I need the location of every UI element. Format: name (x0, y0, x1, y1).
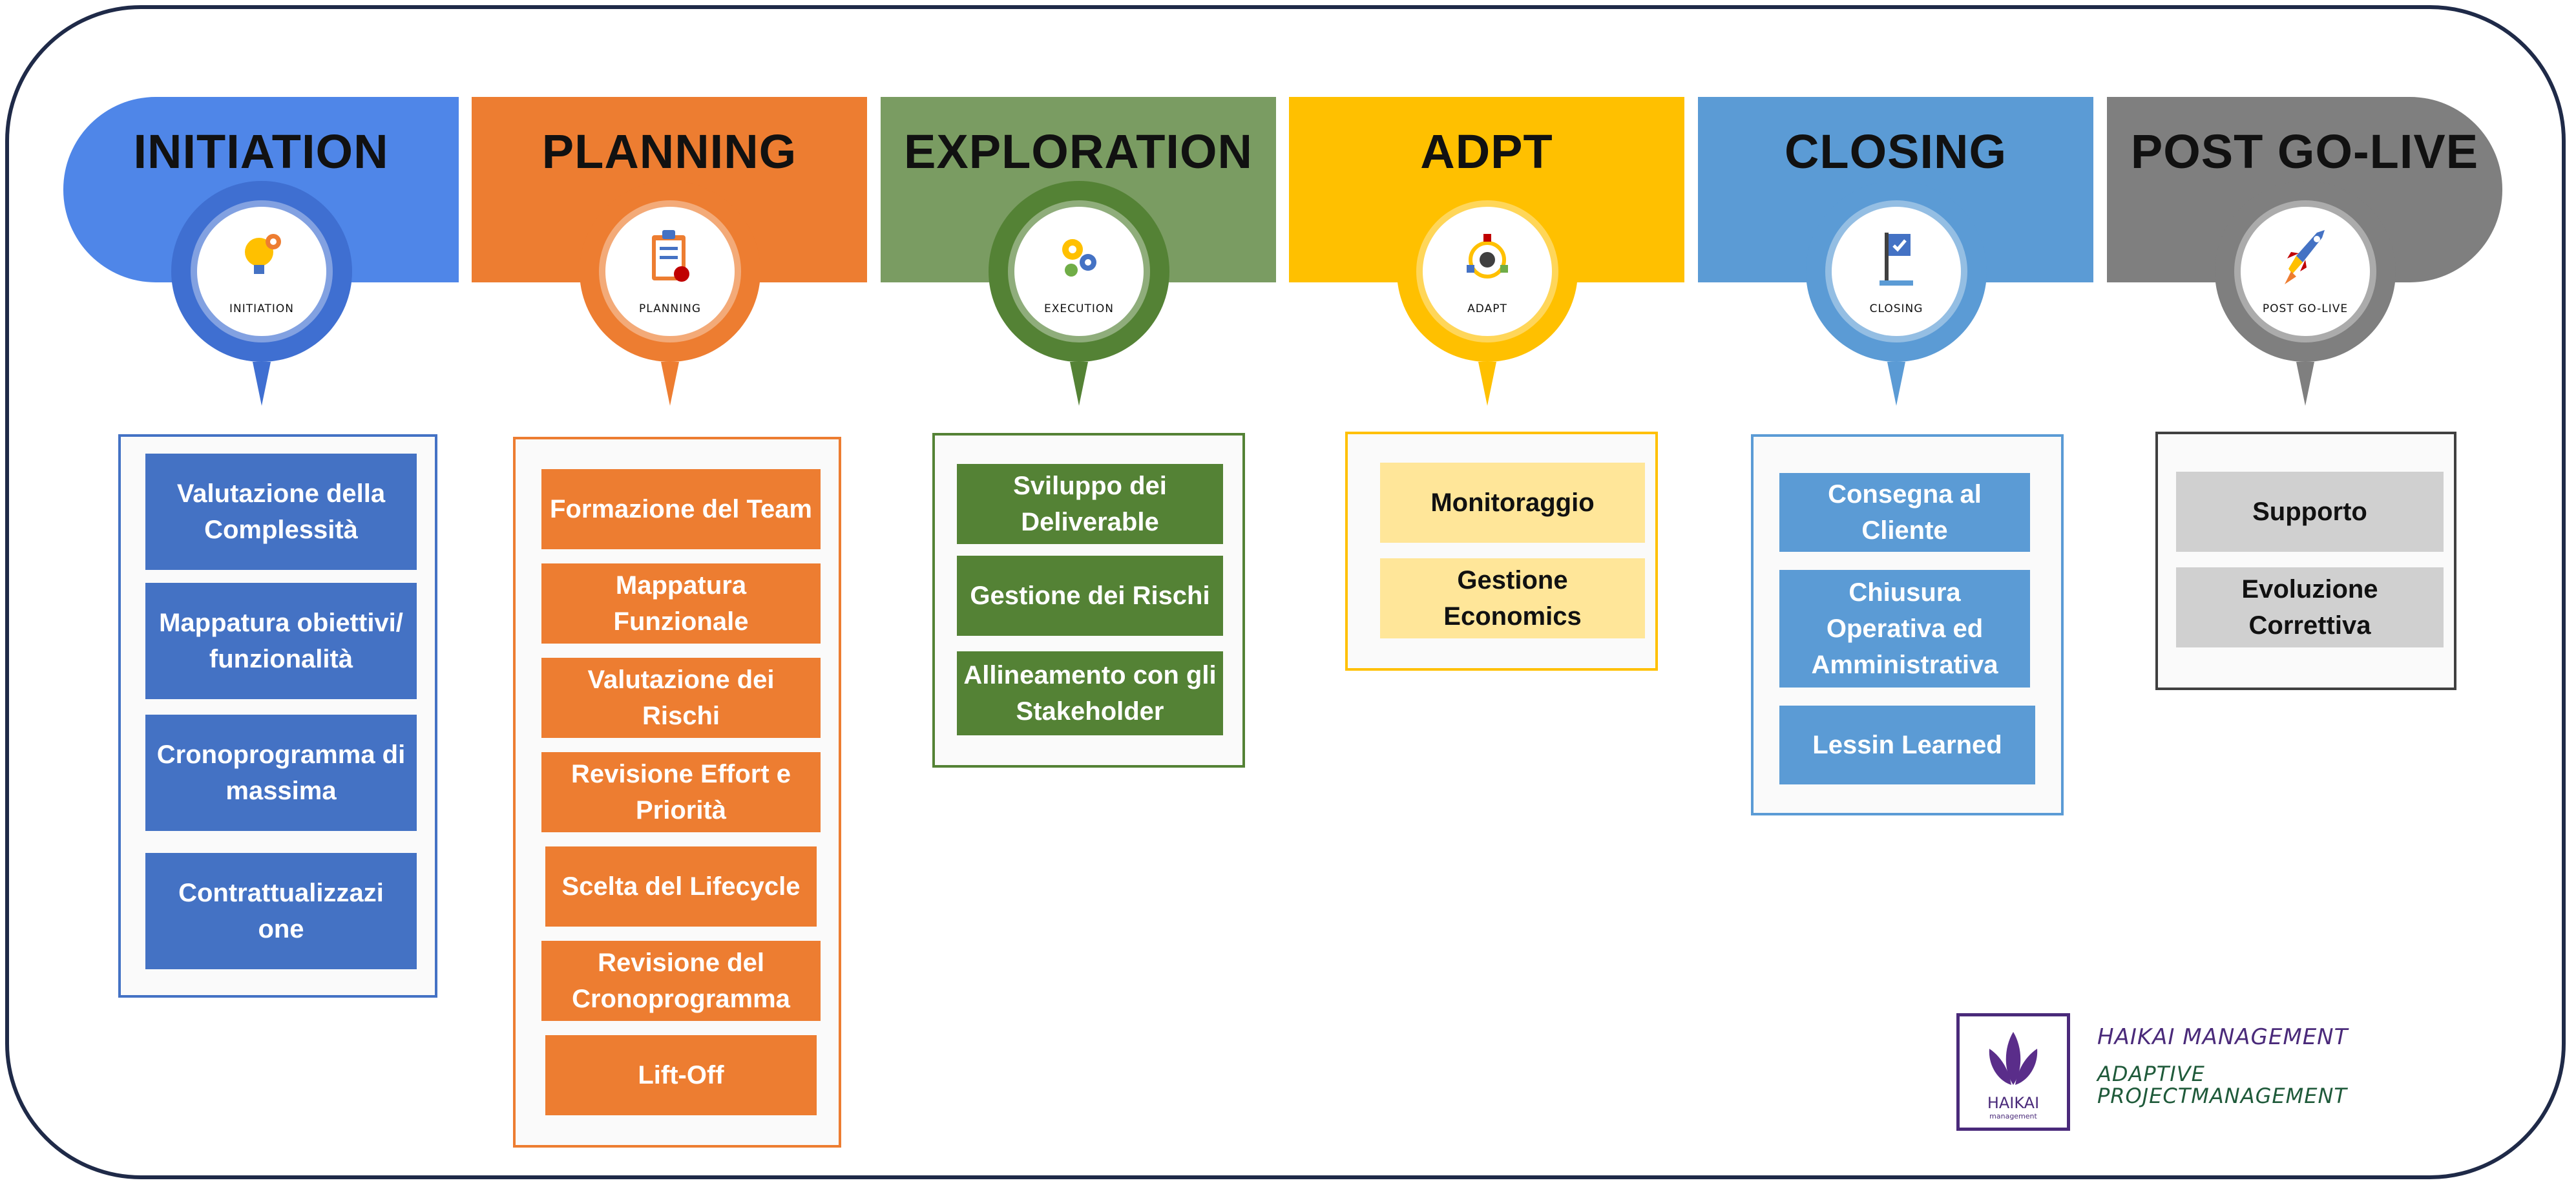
pin-tail (1070, 362, 1088, 406)
phase-pin-planning: PLANNING (580, 181, 760, 362)
company-logo: HAIKAI management (1956, 1013, 2070, 1131)
task-box: Supporto (2176, 472, 2444, 552)
task-box: Cronoprogramma di massima (145, 715, 417, 831)
phase-pin-initiation: INITIATION (171, 181, 352, 362)
logo-subtitle: management (1989, 1112, 2037, 1120)
rocket-icon (2285, 230, 2325, 284)
pin-label: EXECUTION (1044, 302, 1114, 315)
task-box: Scelta del Lifecycle (545, 846, 817, 927)
logo-word: HAIKAI (1987, 1094, 2040, 1112)
phase-title: PLANNING (541, 125, 797, 178)
task-box: Revisione del Cronoprogramma (541, 941, 821, 1021)
task-box: Consegna al Cliente (1779, 473, 2030, 552)
pin-badge: PLANNING (605, 207, 735, 336)
flag-icon (1880, 233, 1913, 286)
task-box: Gestione Economics (1380, 558, 1645, 638)
phase-title: EXPLORATION (904, 125, 1253, 178)
pin-label: POST GO-LIVE (2262, 302, 2349, 315)
brand-tagline-line2: PROJECTMANAGEMENT (2097, 1084, 2347, 1108)
lightbulb-gears-icon (245, 234, 281, 274)
adapt-cycle-icon (1467, 234, 1508, 278)
lotus-logo-icon (1989, 1032, 2038, 1085)
task-panel-exploration: Sviluppo dei Deliverable Gestione dei Ri… (932, 433, 1245, 768)
task-panel-closing: Consegna al Cliente Chiusura Operativa e… (1751, 434, 2064, 815)
phase-pin-closing: CLOSING (1806, 181, 1987, 362)
phase-title: INITIATION (133, 125, 389, 178)
task-box: Mappatura Funzionale (541, 563, 821, 644)
task-box: Contrattualizzazi one (145, 853, 417, 969)
phase-title: ADPT (1420, 125, 1553, 178)
pin-label: PLANNING (638, 302, 702, 315)
pin-tail (253, 362, 271, 406)
task-box: Formazione del Team (541, 469, 821, 549)
task-box: Monitoraggio (1380, 463, 1645, 543)
phase-pin-exploration: EXECUTION (989, 181, 1169, 362)
pin-tail (2296, 362, 2314, 406)
task-box: Lessin Learned (1779, 706, 2035, 784)
task-box: Lift-Off (545, 1035, 817, 1115)
pin-label: CLOSING (1869, 302, 1923, 315)
task-box: Allineamento con gli Stakeholder (957, 651, 1223, 735)
task-box: Evoluzione Correttiva (2176, 567, 2444, 647)
pin-tail (1478, 362, 1496, 406)
task-box: Valutazione dei Rischi (541, 658, 821, 738)
clipboard-icon (652, 230, 689, 282)
phase-title: POST GO-LIVE (2130, 125, 2479, 178)
task-panel-planning: Formazione del Team Mappatura Funzionale… (513, 437, 841, 1148)
task-box: Revisione Effort e Priorità (541, 752, 821, 832)
task-panel-post-go-live: Supporto Evoluzione Correttiva (2155, 432, 2456, 690)
task-box: Gestione dei Rischi (957, 556, 1223, 636)
task-box: Mappatura obiettivi/ funzionalità (145, 583, 417, 699)
brand-name: HAIKAI MANAGEMENT (2097, 1024, 2349, 1050)
pin-tail (1887, 362, 1905, 406)
task-box: Valutazione della Complessità (145, 454, 417, 570)
task-panel-initiation: Valutazione della Complessità Mappatura … (118, 434, 437, 998)
phase-title: CLOSING (1784, 125, 2007, 178)
diagram-frame (5, 5, 2566, 1179)
pin-badge: EXECUTION (1014, 207, 1144, 336)
task-box: Sviluppo dei Deliverable (957, 464, 1223, 544)
task-panel-adpt: Monitoraggio Gestione Economics (1345, 432, 1658, 671)
task-box: Chiusura Operativa ed Amministrativa (1779, 570, 2030, 688)
brand-tagline: ADAPTIVE PROJECTMANAGEMENT (2097, 1063, 2347, 1107)
pin-badge: ADAPT (1423, 207, 1552, 336)
pin-label: INITIATION (229, 302, 294, 315)
pin-label: ADAPT (1467, 302, 1507, 315)
gears-cycle-icon (1062, 239, 1096, 277)
brand-tagline-line1: ADAPTIVE (2097, 1062, 2205, 1086)
pin-badge: CLOSING (1832, 207, 1961, 336)
pin-tail (661, 362, 679, 406)
phase-pin-adpt: ADAPT (1397, 181, 1578, 362)
pin-badge: INITIATION (197, 207, 326, 336)
pin-badge: POST GO-LIVE (2241, 207, 2370, 336)
phase-pin-post-go-live: POST GO-LIVE (2215, 181, 2396, 362)
